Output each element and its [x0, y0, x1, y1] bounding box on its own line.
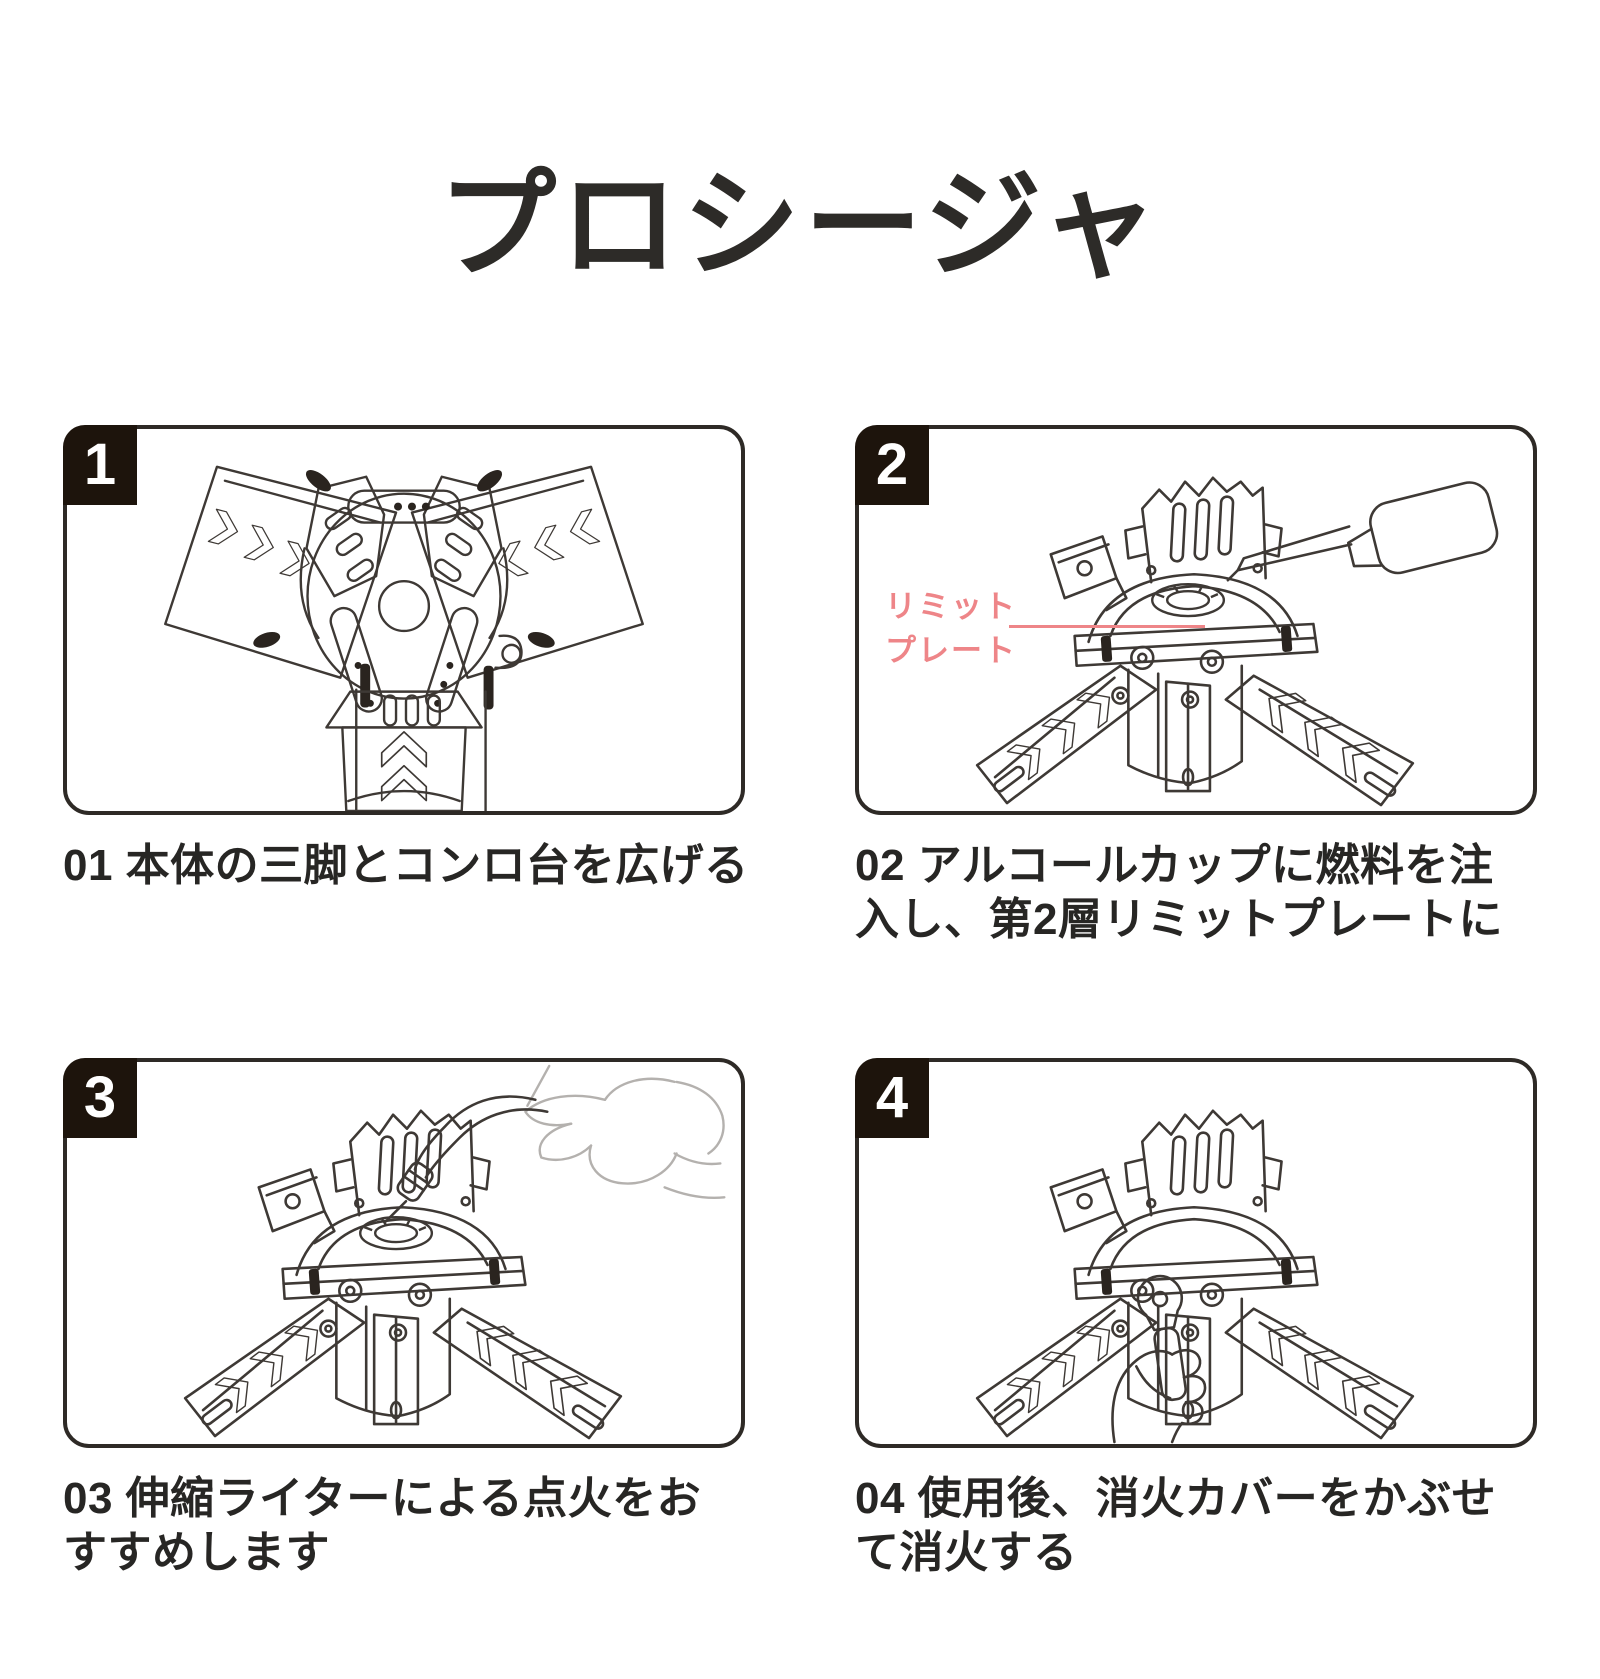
step-2-panel: 2 リミット プレート	[855, 424, 1537, 815]
step-2-number: 2	[875, 431, 909, 497]
step-3: 3	[63, 1057, 745, 1625]
stove-fuel-pouring-illustration	[859, 429, 1499, 811]
step-1-caption: 01 本体の三脚とコンロ台を広げる	[63, 839, 753, 894]
step-2-caption-line-1: 02 アルコールカップに燃料を注	[855, 840, 1494, 890]
step-4-number-badge: 4	[855, 1057, 929, 1138]
step-1-number-badge: 1	[63, 424, 137, 505]
step-4-number: 4	[875, 1064, 909, 1130]
alcohol-cup	[1151, 582, 1226, 617]
step-3-number-badge: 3	[63, 1057, 137, 1138]
step-4-panel: 4	[855, 1057, 1537, 1448]
telescopic-lighter	[384, 1095, 549, 1223]
step-2-caption: 02 アルコールカップに燃料を注 入し、第2層リミットプレートに	[855, 839, 1545, 948]
step-2-number-badge: 2	[855, 424, 929, 505]
step-2: 2 リミット プレート 02 アルコール	[855, 424, 1537, 992]
stove-body	[977, 1111, 1413, 1438]
alcohol-cup	[359, 1215, 434, 1251]
step-3-number: 3	[83, 1064, 117, 1130]
stove-unfolded-top-view-illustration	[164, 465, 644, 811]
stove-extinguish-cover-illustration	[859, 1062, 1533, 1444]
stove-lighter-ignition-illustration	[67, 1064, 726, 1444]
limit-plate-annotation: リミット プレート	[885, 585, 1017, 673]
step-2-caption-line-2: 入し、第2層リミットプレートに	[855, 895, 1503, 945]
step-1-panel: 1	[63, 424, 745, 815]
step-4: 4	[855, 1057, 1537, 1625]
step-4-caption-line-1: 04 使用後、消火カバーをかぶせ	[855, 1473, 1497, 1523]
limit-plate-pointer-line	[1009, 624, 1205, 628]
step-3-caption-line-1: 03 伸縮ライターによる点火をお	[63, 1473, 702, 1523]
limit-plate-label-line-2: プレート	[885, 632, 1017, 668]
step-1: 1	[63, 424, 748, 992]
limit-plate-label-line-1: リミット	[885, 588, 1017, 624]
hand	[1111, 1348, 1207, 1444]
step-4-caption-line-2: て消火する	[855, 1528, 1078, 1578]
fuel-bottle	[1226, 480, 1499, 582]
step-1-caption-line-1: 01 本体の三脚とコンロ台を広げる	[63, 840, 749, 890]
step-1-number: 1	[83, 431, 117, 497]
step-3-caption: 03 伸縮ライターによる点火をお すすめします	[63, 1472, 753, 1581]
step-3-panel: 3	[63, 1057, 745, 1448]
page-title: プロシージャ	[438, 160, 1162, 293]
step-3-caption-line-2: すすめします	[63, 1528, 330, 1578]
extinguish-cover	[1136, 1274, 1187, 1401]
step-4-caption: 04 使用後、消火カバーをかぶせ て消火する	[855, 1472, 1545, 1581]
hand-holding-lighter	[524, 1064, 726, 1199]
steps-grid: 1	[63, 424, 1600, 1625]
